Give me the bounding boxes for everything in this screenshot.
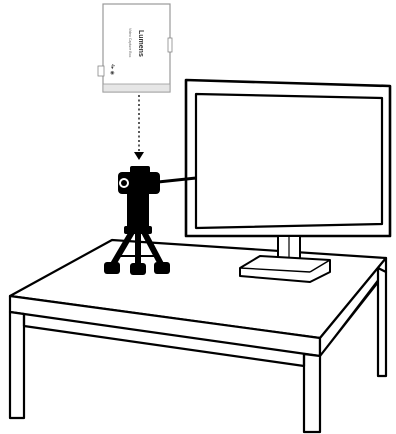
table-leg-left: [10, 312, 24, 418]
monitor-screen: [196, 94, 382, 228]
capture-box: Lumens Video Capture Box 4▸ ◉: [98, 4, 172, 92]
tripod-foot-right: [154, 262, 170, 274]
capture-box-port-right: [168, 38, 172, 52]
table-leg-right: [304, 354, 320, 432]
dotted-arrow-down-icon: [134, 95, 144, 160]
capture-box-shade: [103, 84, 170, 92]
capture-box-port: [98, 66, 104, 76]
device-port-label: 4▸ ◉: [109, 64, 115, 76]
device-brand: Lumens: [137, 30, 144, 57]
tripod-foot-center: [130, 263, 146, 275]
capture-box-body: [103, 4, 170, 92]
camera-stem: [127, 194, 149, 228]
table-leg-back: [378, 268, 386, 376]
tripod-foot-left: [104, 262, 120, 274]
device-subtitle: Video Capture Box: [128, 28, 132, 58]
